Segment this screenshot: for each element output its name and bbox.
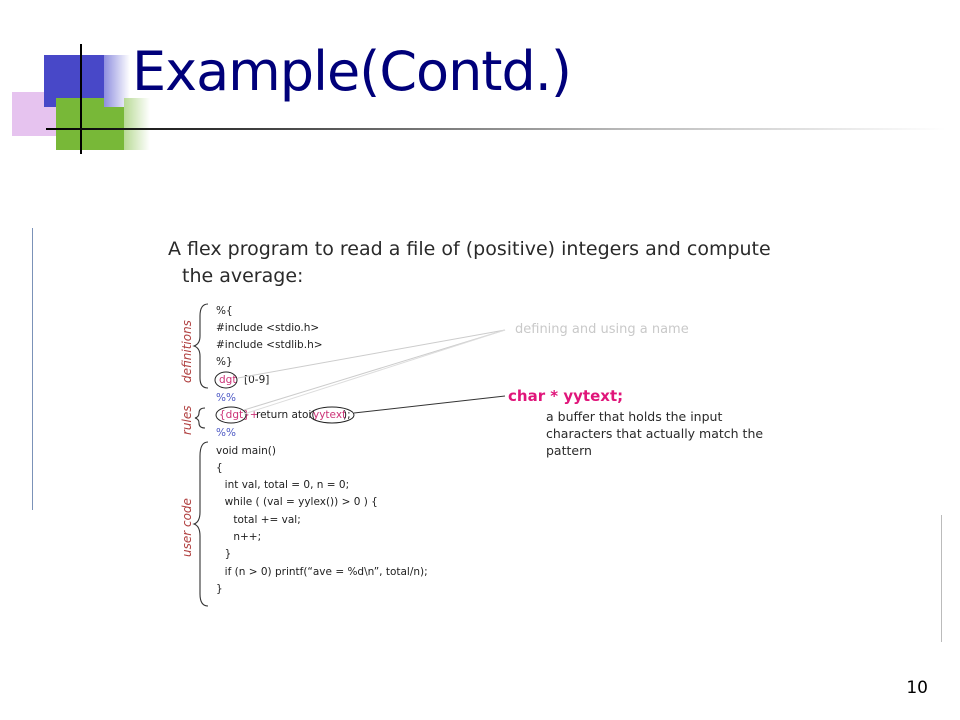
rules-brace — [194, 407, 206, 429]
code-rule-end: ); — [343, 409, 351, 421]
figure-border-right — [941, 515, 942, 642]
pointer-to-yytext — [353, 395, 506, 414]
code-line-10: { — [216, 462, 223, 474]
callout-desc-line1: a buffer that holds the input — [546, 409, 723, 424]
yytext-circle — [309, 406, 355, 424]
figure-border-left — [32, 228, 33, 510]
figure-heading-line2: the average: — [182, 265, 304, 287]
title-underline — [46, 128, 946, 130]
callout-yytext-description: a buffer that holds the input characters… — [546, 408, 766, 459]
callout-desc-line3: pattern — [546, 443, 592, 458]
decor-green-fade — [124, 98, 150, 150]
code-line-16: if (n > 0) printf(“ave = %d\n”, total/n)… — [218, 566, 428, 578]
page-number: 10 — [906, 678, 928, 698]
pointer-to-definition — [237, 329, 506, 379]
decor-vertical-line — [80, 44, 82, 154]
slide-title: Example(Contd.) — [132, 40, 572, 103]
pointer-to-use — [243, 329, 506, 411]
code-line-13: total += val; — [220, 514, 301, 526]
code-line-14: n++; — [220, 531, 262, 543]
code-line-6: %% — [216, 392, 236, 404]
callout-defining-name: defining and using a name — [515, 322, 689, 337]
code-line-15: } — [218, 548, 232, 560]
code-line-11: int val, total = 0, n = 0; — [218, 479, 350, 491]
code-rule-yytext: yytext — [313, 409, 347, 421]
figure-heading: A flex program to read a file of (positi… — [168, 236, 828, 290]
pointer-to-use-2 — [243, 329, 506, 415]
callout-yytext-declaration: char * yytext; — [508, 387, 624, 405]
code-line-9: void main() — [216, 445, 276, 457]
code-name-dgt: dgt — [219, 374, 237, 386]
figure-heading-line1: A flex program to read a file of (positi… — [168, 238, 771, 260]
code-line-4: %} — [216, 356, 233, 368]
code-line-3: #include <stdlib.h> — [216, 339, 323, 351]
definitions-brace — [192, 303, 209, 389]
code-line-2: #include <stdio.h> — [216, 322, 320, 334]
code-line-5-pattern: [0-9] — [244, 374, 270, 386]
dgt-definition-circle — [214, 371, 238, 389]
dgt-use-circle — [215, 406, 247, 424]
callout-desc-line2: characters that actually match the — [546, 426, 764, 441]
code-line-12: while ( (val = yylex()) > 0 ) { — [218, 496, 378, 508]
code-line-8: %% — [216, 427, 236, 439]
code-line-17: } — [216, 583, 223, 595]
user-code-brace — [192, 441, 209, 607]
code-rule-action: return atoi( — [256, 409, 316, 421]
code-line-1: %{ — [216, 305, 233, 317]
